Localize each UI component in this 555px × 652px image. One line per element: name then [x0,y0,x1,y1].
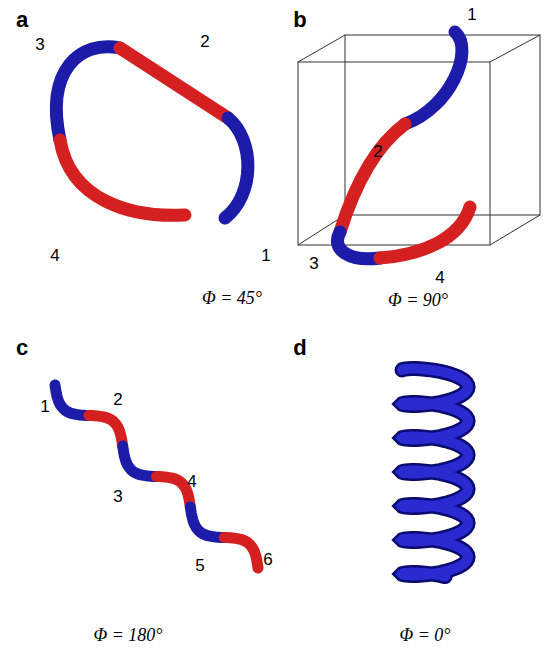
segment-number: 5 [195,556,204,576]
helix-coil [402,369,468,577]
panel-letter: a [16,7,28,33]
panel-letter: c [16,335,28,361]
segment-number: 3 [35,35,44,55]
blue-segment [123,446,157,477]
segment-number: 2 [200,32,209,52]
blue-segment [190,507,224,538]
helix-coil [402,369,468,577]
segment-number: 1 [467,5,476,25]
segment-number: 1 [261,246,270,266]
red-segment [89,416,123,447]
segment-number: 3 [309,254,318,274]
wire-cube [298,35,540,245]
panel-letter: d [293,335,306,361]
blue-segment [405,32,462,124]
red-segment [157,477,191,508]
red-segment [224,538,258,569]
blue-segment [225,118,248,218]
blue-segment [55,385,89,416]
blue-segment [337,232,380,259]
angle-label: Φ = 0° [399,625,450,646]
angle-label: Φ = 45° [202,288,262,309]
segment-number: 4 [187,472,196,492]
red-segment [60,140,185,215]
segment-number: 6 [263,550,272,570]
angle-label: Φ = 90° [388,290,448,311]
segment-number: 2 [113,390,122,410]
angle-label: Φ = 180° [93,625,162,646]
panel-letter: b [293,7,306,33]
segment-number: 4 [50,246,59,266]
red-segment [380,207,470,258]
segment-number: 2 [373,142,382,162]
segment-number: 3 [113,487,122,507]
red-segment [340,124,405,232]
segment-number: 1 [40,397,49,417]
blue-segment [56,47,120,140]
segment-number: 4 [435,268,444,288]
red-segment [120,48,228,118]
